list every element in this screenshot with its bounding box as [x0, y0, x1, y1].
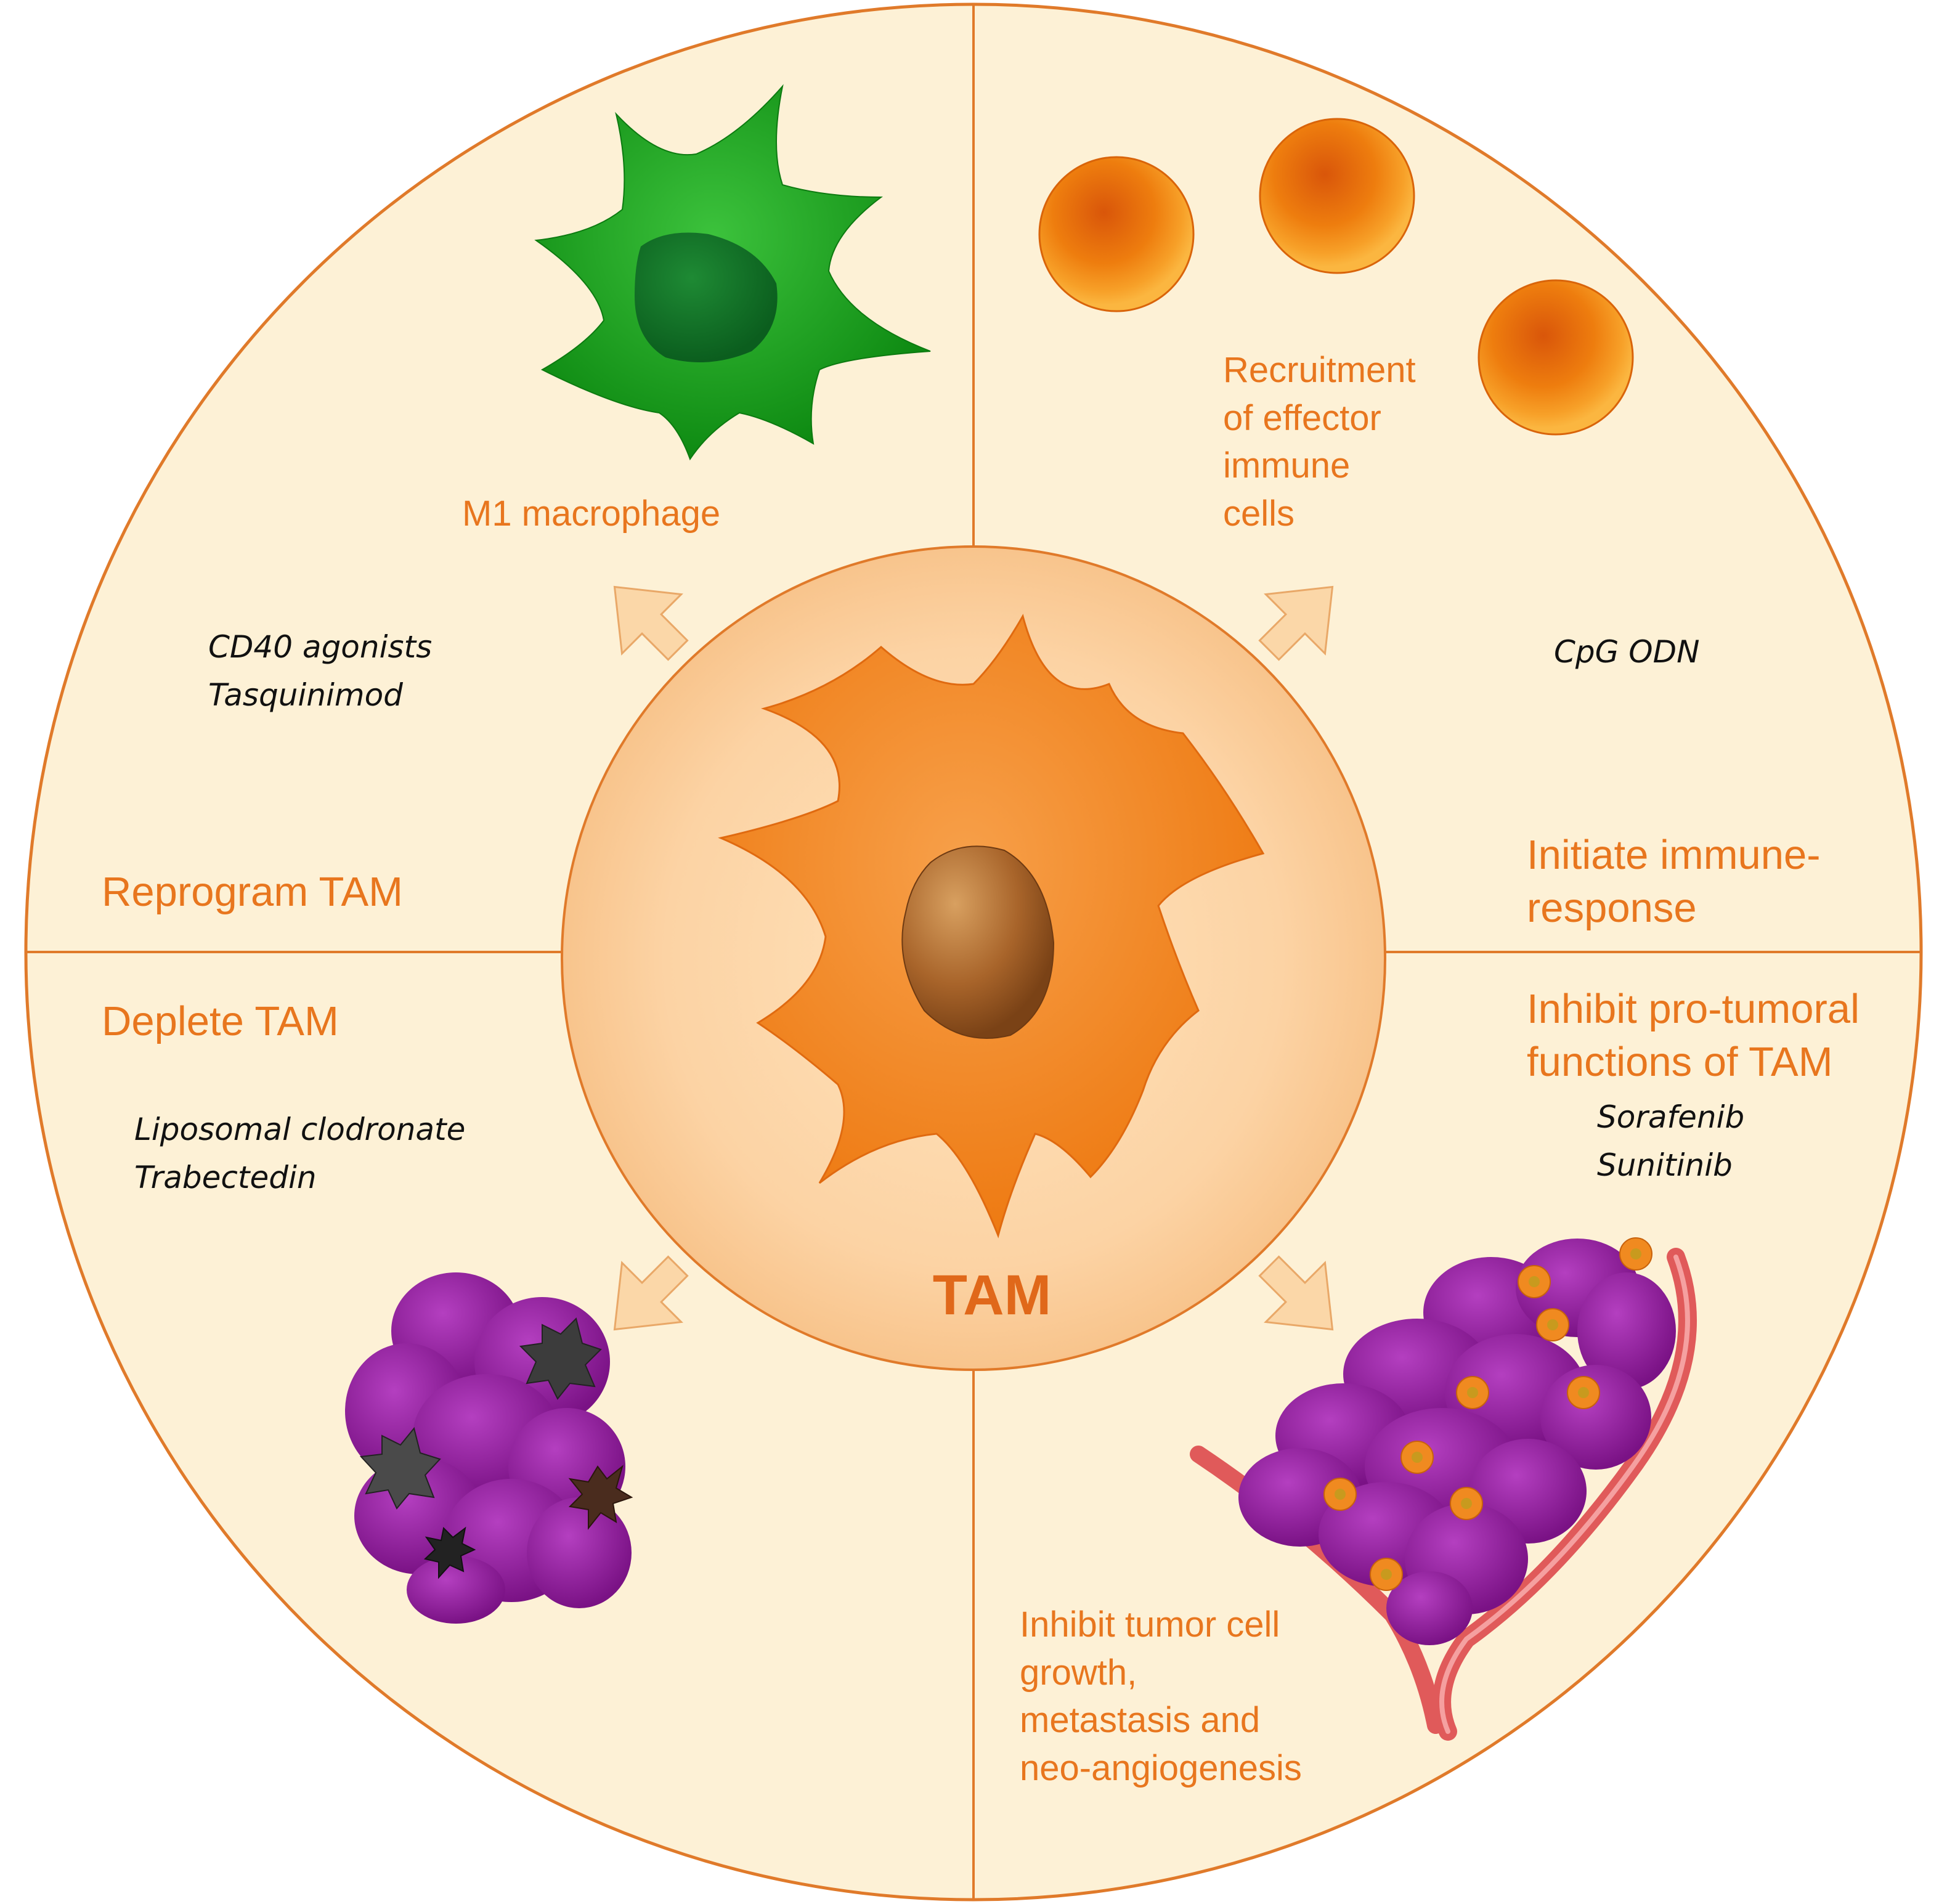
- effector-cell-icon: [1259, 118, 1415, 274]
- arrow-bottom-right: [1258, 1255, 1334, 1331]
- tam-cell-icon: [718, 614, 1265, 1239]
- m1-macrophage-icon: [534, 84, 931, 461]
- inhibit-pro-tumoral-label: Inhibit pro-tumoral functions of TAM: [1527, 986, 1860, 1085]
- recruitment-label: Recruitment of effector immune cells: [1223, 350, 1416, 534]
- immune-drugs: CpG ODN: [1554, 634, 1700, 670]
- arrow-bottom-left: [613, 1255, 689, 1331]
- m1-macrophage-label: M1 macrophage: [462, 494, 721, 534]
- reprogram-drugs: CD40 agonists Tasquinimod: [208, 629, 433, 713]
- effector-cells: [1038, 118, 1634, 436]
- arrow-top-right: [1258, 585, 1334, 661]
- arrow-top-left: [613, 585, 689, 661]
- deplete-drugs: Liposomal clodronate Trabectedin: [134, 1112, 466, 1195]
- inhibit-tumor-growth-label: Inhibit tumor cell growth, metastasis an…: [1020, 1605, 1302, 1789]
- effector-cell-icon: [1478, 279, 1634, 436]
- initiate-immune-response-label: Initiate immune- response: [1527, 832, 1821, 931]
- effector-cell-icon: [1038, 156, 1195, 312]
- tumor-cluster-icon: [345, 1272, 633, 1624]
- reprogram-tam-label: Reprogram TAM: [102, 869, 403, 915]
- tumor-vessel-illustration: [1190, 1237, 1697, 1741]
- inhibit-drugs: Sorafenib Sunitinib: [1597, 1099, 1745, 1183]
- tam-title: TAM: [932, 1264, 1052, 1327]
- deplete-tam-label: Deplete TAM: [102, 998, 339, 1044]
